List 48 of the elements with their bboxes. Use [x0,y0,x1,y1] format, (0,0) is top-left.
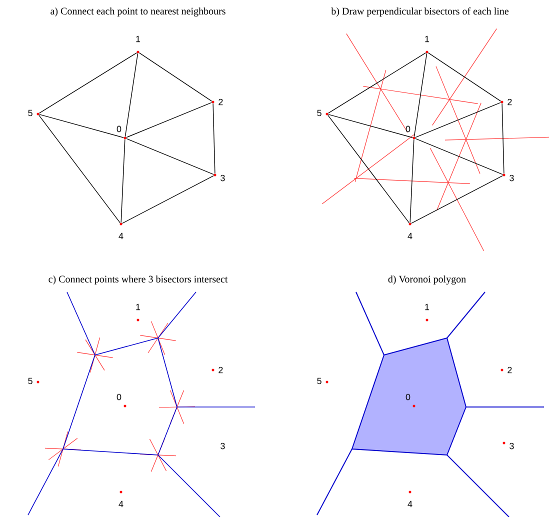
edge-line [410,139,414,223]
edge-line [328,114,410,224]
edge-line [502,103,504,174]
point-label: 4 [118,500,124,508]
edge-line [328,52,426,114]
point-label: 1 [136,36,140,42]
edge-line [126,138,214,175]
edge-line [38,114,120,224]
panel-title: a) Connect each point to nearest neighbours [50,7,226,17]
point-label: 5 [28,378,32,384]
panel-title: b) Draw perpendicular bisectors of each line [331,7,509,17]
edge-line [212,103,216,174]
point-label: 5 [28,110,32,116]
point-label: 3 [220,442,225,450]
edge-line [120,139,126,223]
point-label: 2 [508,98,512,106]
point-label: 0 [116,126,122,132]
point-label: 1 [136,304,140,310]
edge-line [428,52,502,102]
point-label: 5 [317,110,322,116]
point-label: 1 [425,304,430,310]
point-label: 1 [425,36,430,42]
point-label: 2 [218,366,223,374]
point-label: 0 [406,126,410,132]
point-label: 4 [118,232,124,240]
edge-line [122,175,214,224]
edge-line [414,53,428,137]
point-label: 2 [508,366,512,374]
edge-line [39,114,124,138]
edge-line [138,52,212,102]
point-label: 3 [510,442,514,450]
panel-title: d) Voronoi polygon [388,275,466,285]
point-label: 2 [218,98,223,106]
point-label: 0 [116,394,122,400]
edge-line [328,114,413,138]
edge-line [126,102,212,138]
edge-line [38,52,138,114]
edge-line [415,138,503,175]
point-label: 3 [510,174,514,182]
point-label: 4 [408,232,412,240]
point-label: 4 [408,500,412,508]
edge-line [124,53,138,137]
point-label: 5 [317,378,322,384]
point-label: 3 [220,174,225,182]
edge-line [410,175,504,224]
edge-line [415,102,501,138]
point-label: 0 [406,394,410,400]
panel-title: c) Connect points where 3 bisectors intersect [48,275,228,285]
